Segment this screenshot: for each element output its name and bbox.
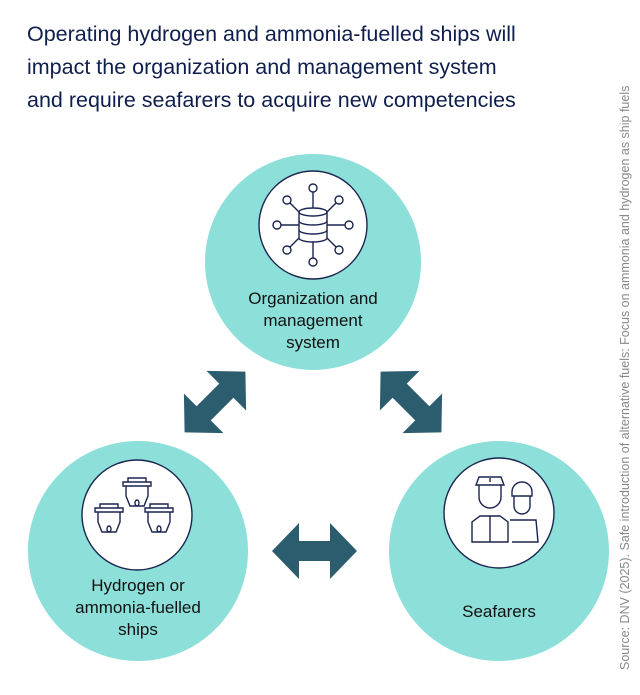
seafarers-icon <box>443 457 555 569</box>
organization-label-line: Organization and <box>248 289 377 308</box>
ships-label-line: Hydrogen or <box>91 576 185 595</box>
organization-label-line: management <box>263 311 363 330</box>
double-arrow-icon <box>183 370 247 434</box>
seafarers-label: Seafarers <box>462 602 536 621</box>
organization-label-line: system <box>286 333 340 352</box>
title-line: impact the organization and management s… <box>27 55 497 79</box>
title-line: Operating hydrogen and ammonia-fuelled s… <box>27 22 516 46</box>
double-arrow-icon <box>379 370 443 434</box>
diagram-title: Operating hydrogen and ammonia-fuelled s… <box>27 18 607 117</box>
title-line: and require seafarers to acquire new com… <box>27 88 516 112</box>
source-note: Source: DNV (2025). Safe introduction of… <box>618 86 632 670</box>
ships-label-line: ships <box>118 620 158 639</box>
ships-label-line: ammonia-fuelled <box>75 598 201 617</box>
double-arrow-icon <box>272 523 357 579</box>
ships-icon <box>81 459 193 571</box>
database-network-icon <box>258 170 368 280</box>
